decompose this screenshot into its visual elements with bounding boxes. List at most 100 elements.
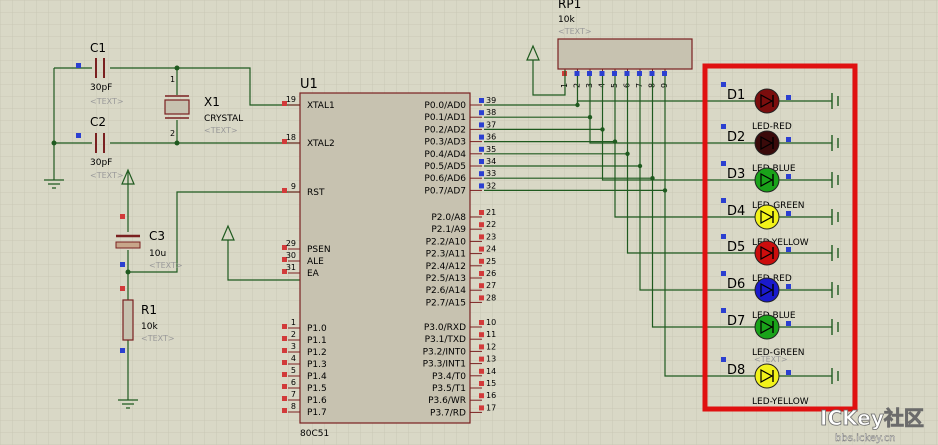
c1-value: 30pF xyxy=(90,83,112,93)
u1-pin-label: P3.5/T1 xyxy=(432,384,466,394)
u1-pin-label: P2.7/A15 xyxy=(426,298,466,308)
u1-pin-6[interactable]: 6P1.5 xyxy=(282,378,327,394)
u1-pin-number: 6 xyxy=(291,378,296,387)
u1-pin-number: 18 xyxy=(286,133,296,142)
led-ref: D1 xyxy=(727,88,745,103)
u1-pin-2[interactable]: 2P1.1 xyxy=(282,330,327,346)
u1-pin-7[interactable]: 7P1.6 xyxy=(282,390,327,406)
u1-pin-4[interactable]: 4P1.3 xyxy=(282,354,327,370)
led-ref: D5 xyxy=(727,240,745,255)
watermark: ICKey社区 bbs.ickey.cn xyxy=(820,406,925,445)
led-ref: D6 xyxy=(727,277,745,292)
u1-pin-label: P1.2 xyxy=(307,348,327,358)
u1-pin-label: P2.1/A9 xyxy=(431,225,466,235)
u1-pin-number: 28 xyxy=(486,293,496,302)
u1-pin-number: 39 xyxy=(486,96,496,105)
rp1-ref: RP1 xyxy=(558,0,581,11)
c2-value: 30pF xyxy=(90,158,112,168)
u1-pin-number: 11 xyxy=(486,330,496,339)
u1-pin-number: 9 xyxy=(291,182,296,191)
u1-pin-number: 5 xyxy=(291,366,296,375)
x1-value: CRYSTAL xyxy=(204,114,243,124)
u1-pin-number: 32 xyxy=(486,181,496,190)
u1-pin-label: PSEN xyxy=(307,245,331,255)
u1-pin-number: 16 xyxy=(486,391,496,400)
u1-pin-number: 1 xyxy=(291,318,296,327)
u1-pin-label: P3.1/TXD xyxy=(425,335,466,345)
u1-pin-label: P0.7/AD7 xyxy=(424,186,466,196)
u1-pin-label: P0.4/AD4 xyxy=(424,150,466,160)
capacitor-c1[interactable]: C1 30pF <TEXT> xyxy=(76,41,124,106)
u1-pin-label: P1.7 xyxy=(307,408,327,418)
u1-pin-5[interactable]: 5P1.4 xyxy=(282,366,327,382)
u1-pin-number: 2 xyxy=(291,330,296,339)
capacitor-c2[interactable]: C2 30pF <TEXT> xyxy=(76,115,124,180)
c1-ref: C1 xyxy=(90,41,106,55)
u1-pin-label: P1.0 xyxy=(307,324,327,334)
crystal-x1[interactable]: 1 2 X1 CRYSTAL <TEXT> xyxy=(164,75,243,138)
u1-pin-number: 25 xyxy=(486,257,496,266)
u1-pin-number: 22 xyxy=(486,220,496,229)
u1-pin-number: 13 xyxy=(486,355,496,364)
u1-pin-8[interactable]: 8P1.7 xyxy=(282,402,327,418)
led-type: LED-GREEN xyxy=(752,348,805,358)
u1-pin-label: P2.4/A12 xyxy=(426,262,466,272)
u1-pin-label: P2.5/A13 xyxy=(426,274,466,284)
u1-pin-label: P1.5 xyxy=(307,384,327,394)
u1-pin-label: P3.6/WR xyxy=(428,396,466,406)
resistor-r1[interactable]: R1 10k <TEXT> xyxy=(120,286,175,353)
u1-pin-label: P3.2/INT0 xyxy=(423,347,467,357)
c3-value: 10u xyxy=(149,249,166,259)
svg-text:2: 2 xyxy=(170,129,175,138)
u1-pin-1[interactable]: 1P1.0 xyxy=(282,318,327,334)
led-ref: D4 xyxy=(727,204,745,219)
u1-microcontroller[interactable]: U1 80C51 19XTAL118XTAL29RST29PSEN30ALE31… xyxy=(282,77,496,439)
u1-pin-3[interactable]: 3P1.2 xyxy=(282,342,327,358)
u1-pin-label: P1.4 xyxy=(307,372,327,382)
capacitor-c3[interactable]: C3 10u <TEXT> xyxy=(115,214,183,270)
rp1-text: <TEXT> xyxy=(558,27,592,36)
led-ref: D8 xyxy=(727,363,745,378)
u1-pin-number: 21 xyxy=(486,208,496,217)
u1-pin-label: P1.3 xyxy=(307,360,327,370)
u1-pin-label: P2.3/A11 xyxy=(426,250,466,260)
u1-pin-label: P0.5/AD5 xyxy=(424,162,466,172)
